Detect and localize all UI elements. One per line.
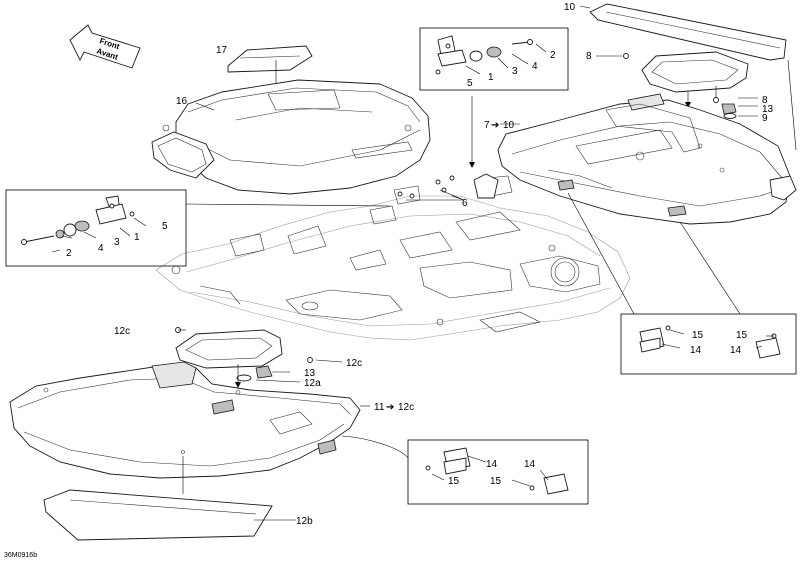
chassis-frame <box>155 96 631 341</box>
clip-detail-box-bottom <box>407 439 589 505</box>
callout-4-upper: 4 <box>532 61 538 72</box>
arrow-7-10: ➔ <box>491 120 499 131</box>
right-hardware-stack <box>697 86 737 126</box>
leader-lines <box>51 5 797 521</box>
front-direction-arrow: Front Avant <box>69 24 141 69</box>
callout-11: 11 <box>374 402 385 413</box>
lid-cover-part <box>623 51 749 108</box>
hinge-hardware-detail-box <box>5 189 187 267</box>
callout-14-bottom-a: 14 <box>486 459 498 470</box>
callout-5-upper: 5 <box>467 78 473 89</box>
callout-16: 16 <box>176 96 188 107</box>
callout-9: 9 <box>762 113 768 124</box>
callout-labels: 17 16 10 8 7 ➔ 10 8 13 9 1 3 4 2 5 6 5 1… <box>66 2 774 527</box>
callout-17: 17 <box>216 45 228 56</box>
callout-14-right-b: 14 <box>730 345 742 356</box>
callout-15-right-b: 15 <box>736 330 748 341</box>
callout-8-top: 8 <box>586 51 592 62</box>
callout-4-lower: 4 <box>98 243 104 254</box>
callout-15-right-a: 15 <box>692 330 704 341</box>
arrow-11-12c: ➔ <box>386 402 394 413</box>
callout-10-ref: 10 <box>503 120 515 131</box>
callout-10-top: 10 <box>564 2 576 13</box>
callout-15-bottom-a: 15 <box>448 476 460 487</box>
callout-12a: 12a <box>304 378 321 389</box>
callout-8-right: 8 <box>762 95 768 106</box>
side-pad-part <box>589 3 787 61</box>
callout-12b: 12b <box>296 516 313 527</box>
callout-1-upper: 1 <box>488 72 494 83</box>
callout-5-lower: 5 <box>162 221 168 232</box>
hinge-hardware-detail-box-upper <box>419 27 569 91</box>
callout-7: 7 <box>484 120 490 131</box>
callout-3-lower: 3 <box>114 237 120 248</box>
callout-13-right: 13 <box>762 104 774 115</box>
callout-2-lower: 2 <box>66 248 72 259</box>
callout-15-bottom-b: 15 <box>490 476 502 487</box>
callout-14-bottom-b: 14 <box>524 459 536 470</box>
drawing-code: 36M0916b <box>4 552 37 559</box>
callout-12c-top: 12c <box>114 326 130 337</box>
callout-14-right-a: 14 <box>690 345 702 356</box>
callout-2-upper: 2 <box>550 50 556 61</box>
callout-6: 6 <box>462 198 468 209</box>
bottom-pad-part <box>43 489 273 541</box>
callout-3-upper: 3 <box>512 66 518 77</box>
clip-detail-box-right <box>620 313 797 375</box>
right-case-body-part <box>497 93 797 225</box>
callout-1-lower: 1 <box>134 232 140 243</box>
left-lid-cover-part <box>175 327 313 395</box>
callout-12c-mid: 12c <box>346 358 362 369</box>
callout-13-left: 13 <box>304 368 316 379</box>
top-case-lid-part <box>151 79 431 195</box>
left-case-body-part <box>9 361 361 494</box>
callout-12c-ref: 12c <box>398 402 414 413</box>
